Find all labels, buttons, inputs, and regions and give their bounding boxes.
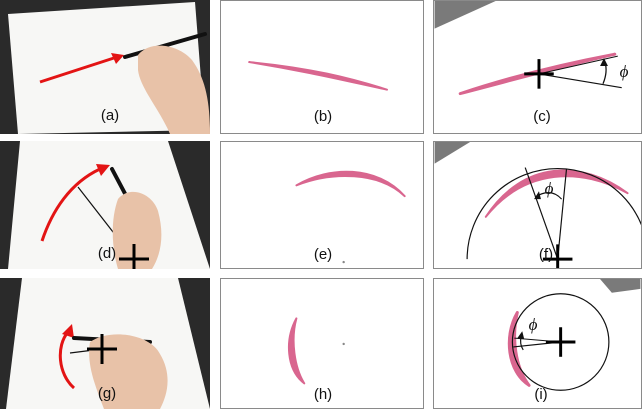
recorded-stroke [484, 169, 629, 218]
panel-label: (f) [538, 246, 554, 263]
panel-c-analysis: ϕ (c) [433, 0, 642, 134]
hand [138, 45, 210, 134]
radius-line-end [557, 168, 568, 260]
panel-label: (g) [97, 385, 117, 402]
motion-arrow-head [96, 164, 110, 176]
panel-h-stroke: (h) [220, 278, 424, 409]
angle-arc-arrowhead [517, 331, 525, 340]
paper-corner [600, 279, 641, 293]
panel-e-illustration [295, 170, 406, 264]
fitted-circle [511, 293, 610, 391]
panel-label: (i) [534, 386, 548, 403]
center-dot [342, 260, 345, 264]
recorded-stroke [507, 311, 531, 387]
panel-label: (c) [533, 108, 551, 125]
panel-d-photo: (d) [0, 141, 210, 269]
angle-arc-arrowhead [534, 191, 541, 200]
panel-e-stroke: (e) [220, 141, 424, 269]
panel-d-illustration [8, 141, 210, 269]
reference-line [538, 73, 622, 89]
motion-arrow-arc [58, 331, 76, 390]
hand [112, 191, 162, 269]
panel-g-photo: (g) [0, 278, 210, 409]
panel-i-illustration [507, 279, 641, 391]
radius-line-start [524, 167, 559, 260]
panel-f-analysis: ϕ (f) [433, 141, 642, 269]
panel-f-illustration [434, 142, 641, 268]
phi-symbol: ϕ [528, 315, 538, 334]
recorded-stroke [287, 317, 306, 385]
panel-label: (e) [313, 246, 333, 263]
angle-arc-arrowhead [600, 58, 608, 67]
panel-label: (h) [313, 386, 333, 403]
direction-line [538, 55, 618, 75]
recorded-stroke [458, 52, 617, 96]
panel-a-photo: (a) [0, 0, 210, 134]
motion-arrow-shaft [39, 55, 118, 84]
recorded-stroke [295, 170, 406, 198]
panel-label: (d) [97, 245, 117, 262]
panel-b-stroke: (b) [220, 0, 424, 134]
brush [123, 32, 207, 59]
panel-b-illustration [248, 61, 388, 91]
phi-symbol: ϕ [619, 62, 629, 81]
motion-arrow-head [111, 53, 124, 64]
paper-corner [434, 142, 471, 164]
fitted-circle [466, 167, 641, 260]
recorded-stroke [248, 61, 388, 91]
phi-symbol: ϕ [544, 179, 554, 198]
center-dot [342, 342, 345, 346]
motion-arrow-arc [40, 167, 101, 242]
panel-label: (a) [100, 107, 120, 124]
panel-g-illustration [6, 278, 210, 409]
paper-corner [434, 1, 496, 29]
hand [89, 334, 168, 409]
motion-arrow-head [62, 324, 74, 338]
panel-c-illustration [434, 1, 622, 96]
panel-label: (b) [313, 108, 333, 125]
panel-i-analysis: ϕ (i) [433, 278, 642, 409]
panel-a-illustration [8, 2, 210, 134]
panel-h-illustration [287, 317, 345, 385]
